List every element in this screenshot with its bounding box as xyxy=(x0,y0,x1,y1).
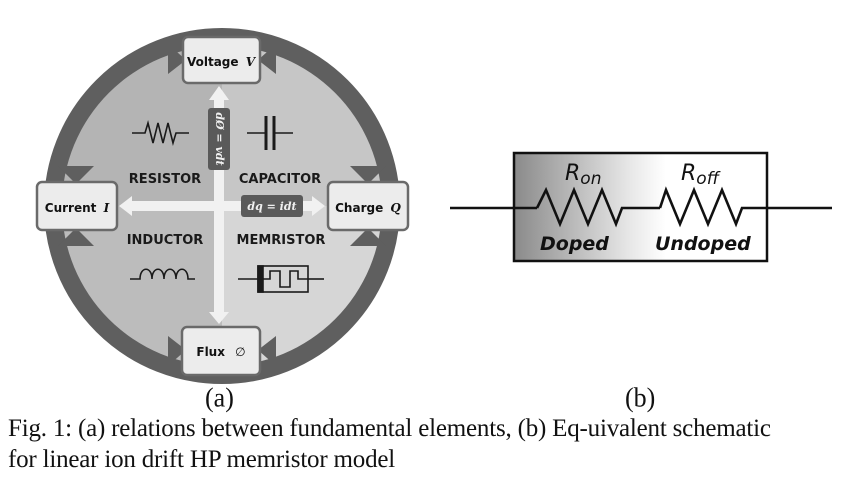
svg-text:Flux ∅: Flux ∅ xyxy=(196,345,245,359)
arrow-right-icon xyxy=(312,196,325,216)
node-current-symbol: I xyxy=(103,201,110,215)
node-flux: Flux ∅ xyxy=(180,325,262,377)
arrow-up-icon xyxy=(209,86,229,100)
ring-arrowheads xyxy=(58,44,386,366)
ring-arrowhead-icon xyxy=(58,228,94,246)
ring-arrowhead-icon xyxy=(168,336,186,366)
equation-badge-vertical: dØ = vdt xyxy=(208,108,230,170)
ring-arrowhead-icon xyxy=(350,228,386,246)
figure-caption: Fig. 1: (a) relations between fundamenta… xyxy=(8,413,858,475)
axis-arrows xyxy=(119,86,325,324)
inductor-symbol-icon xyxy=(130,268,195,280)
arrow-left-icon xyxy=(119,196,132,216)
fundamental-elements-diagram: dØ = vdt dq = idt RESISTOR CAPACITOR IND… xyxy=(35,28,410,384)
sublabel-a: (a) xyxy=(205,382,234,413)
label-memristor: MEMRISTOR xyxy=(237,233,326,248)
node-flux-symbol: ∅ xyxy=(235,345,245,359)
sublabel-b: (b) xyxy=(625,382,656,413)
node-voltage-label: Voltage xyxy=(187,55,239,69)
ring-arrowhead-icon xyxy=(258,336,276,366)
memristor-symbol-icon xyxy=(238,265,324,293)
memristor-equivalent-schematic: Ron Roff Doped Undoped xyxy=(450,151,832,263)
label-resistor: RESISTOR xyxy=(129,172,201,187)
ring-arrowhead-icon xyxy=(168,44,186,74)
equation-badge-horizontal: dq = idt xyxy=(241,195,303,217)
label-doped: Doped xyxy=(540,233,609,255)
ring-arrowhead-icon xyxy=(258,44,276,74)
resistor-roff-icon xyxy=(658,186,832,228)
equation-horizontal: dq = idt xyxy=(247,200,296,213)
caption-line-1: Fig. 1: (a) relations between fundamenta… xyxy=(8,415,771,442)
resistor-symbol-icon xyxy=(132,119,189,147)
ring-arrowhead-icon xyxy=(350,166,386,184)
ron-main: R xyxy=(565,161,580,186)
caption-line-2: for linear ion drift HP memristor model xyxy=(8,446,396,473)
equation-vertical: dØ = vdt xyxy=(213,112,226,165)
resistor-ron-icon xyxy=(535,186,660,228)
label-roff: Roff xyxy=(681,161,721,189)
svg-text:Charge Q: Charge Q xyxy=(335,201,401,215)
horizontal-arrow-shaft xyxy=(130,201,314,211)
label-undoped: Undoped xyxy=(655,233,751,255)
node-current: Current I xyxy=(35,180,119,232)
arrow-down-icon xyxy=(209,312,229,324)
ring-arrowhead-icon xyxy=(58,166,94,184)
node-voltage-symbol: V xyxy=(246,55,257,69)
node-charge: Charge Q xyxy=(326,180,410,232)
capacitor-symbol-icon xyxy=(247,116,293,150)
svg-text:Current I: Current I xyxy=(45,201,110,215)
roff-sub: off xyxy=(696,169,720,189)
label-inductor: INDUCTOR xyxy=(127,233,204,248)
node-flux-label: Flux xyxy=(196,345,225,359)
node-charge-symbol: Q xyxy=(390,201,401,215)
ron-sub: on xyxy=(580,169,601,189)
roff-main: R xyxy=(681,161,696,186)
node-current-label: Current xyxy=(45,201,97,215)
label-capacitor: CAPACITOR xyxy=(239,172,321,187)
label-ron: Ron xyxy=(565,161,601,189)
node-charge-label: Charge xyxy=(335,201,383,215)
svg-text:Voltage V: Voltage V xyxy=(187,55,257,69)
node-voltage: Voltage V xyxy=(181,35,262,85)
